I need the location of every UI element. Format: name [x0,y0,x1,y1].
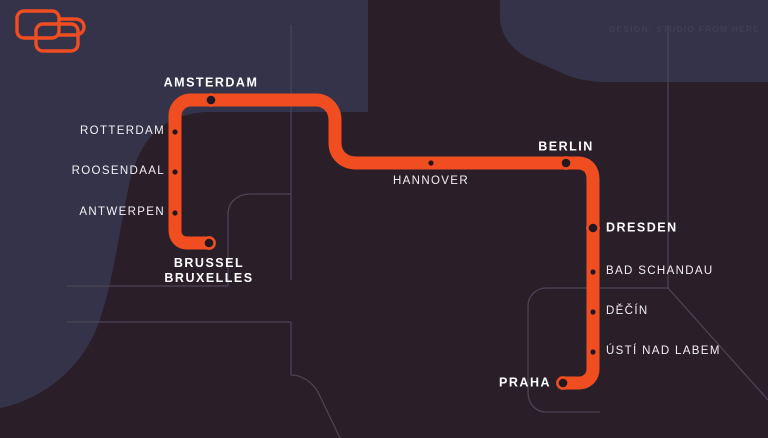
border-lines [67,25,768,438]
station-marker-brussel[interactable] [202,236,216,250]
station-marker-bad-schandau[interactable] [590,269,596,275]
station-marker-amsterdam[interactable] [204,93,218,107]
station-marker-hannover[interactable] [428,160,434,166]
station-marker-decin[interactable] [590,309,596,315]
station-marker-usti-nad-labem[interactable] [590,349,596,355]
station-marker-rotterdam[interactable] [172,129,178,135]
station-marker-roosendaal[interactable] [172,169,178,175]
cs-logo[interactable] [14,8,106,54]
station-marker-dresden[interactable] [586,221,600,235]
station-marker-antwerpen[interactable] [172,210,178,216]
station-markers [172,93,600,390]
station-marker-berlin[interactable] [559,156,573,170]
station-marker-praha[interactable] [556,376,570,390]
